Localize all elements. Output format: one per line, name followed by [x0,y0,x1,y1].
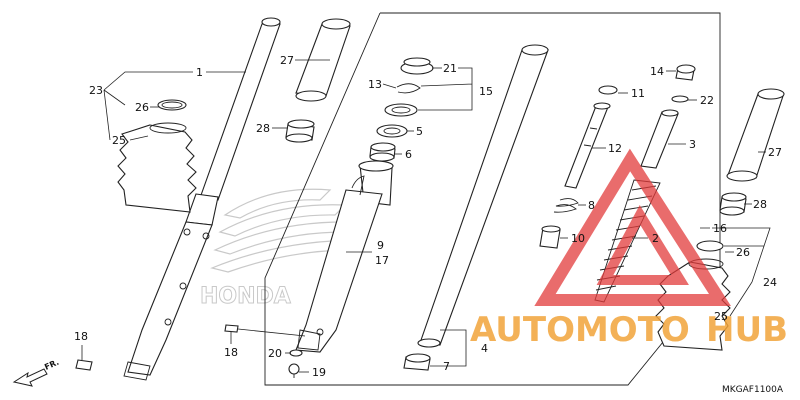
label-19: 19 [312,366,326,379]
part-12-damper-rod [564,102,611,189]
part-26-clip-left [157,99,187,111]
label-24: 24 [763,276,777,289]
watermark-triangle [534,148,731,306]
watermark-wordmark: AUTOMOTO HUB [470,310,788,350]
part-8-rebound-spring [553,198,579,213]
part-10-piece [539,225,561,249]
label-17: 17 [375,254,389,267]
part-19-bolt [288,363,300,378]
label-5: 5 [416,125,423,138]
part-28-collar-left [285,119,315,143]
label-1: 1 [196,66,203,79]
part-9-slider [295,160,394,353]
part-28-collar-right [719,192,747,216]
part-1-outer-tube [123,17,281,381]
part-18-bolt-left [75,359,93,371]
label-18-left: 18 [74,330,88,343]
label-23: 23 [89,84,103,97]
label-22: 22 [700,94,714,107]
honda-ghost-logo: HONDA [200,188,364,310]
part-21-dust-seal [400,57,434,75]
part-15-oil-seal [384,103,418,117]
label-20: 20 [268,347,282,360]
part-11-washer [598,85,618,95]
label-9: 9 [377,239,384,252]
part-22-oring [671,95,689,103]
part-3-spacer [640,109,679,169]
part-7-slide-bushing [403,353,431,371]
label-25-left: 25 [112,134,126,147]
label-28-right: 28 [753,198,767,211]
label-16: 16 [713,222,727,235]
label-15: 15 [479,85,493,98]
label-3: 3 [689,138,696,151]
label-7: 7 [443,360,450,373]
part-26-clip-right [696,240,724,252]
part-25-boot-left [117,122,197,213]
assembly-frame [264,12,721,386]
front-direction-indicator: FR. [12,358,60,387]
label-25-right: 25 [714,310,728,323]
label-14: 14 [650,65,664,78]
label-13: 13 [368,78,382,91]
label-26-right: 26 [736,246,750,259]
label-21: 21 [443,62,457,75]
label-18-mid: 18 [224,346,238,359]
part-20-washer [289,349,303,357]
label-12: 12 [608,142,622,155]
label-26-left: 26 [135,101,149,114]
label-10: 10 [571,232,585,245]
label-8: 8 [588,199,595,212]
honda-ghost-text: HONDA [200,284,291,309]
part-4-inner-tube [417,44,549,348]
part-18-bolt-mid [224,324,239,333]
part-6-bushing [369,142,396,162]
label-2: 2 [652,232,659,245]
label-28-left: 28 [256,122,270,135]
leader-lines [81,59,771,373]
label-6: 6 [405,148,412,161]
part-27-cover-tube-right [726,88,785,182]
front-arrow-icon [12,368,48,387]
label-27-right: 27 [768,146,782,159]
part-5-washer [376,124,408,138]
callout-labels: 1 23 26 25 27 28 21 13 15 5 6 9 17 18 18… [74,54,782,379]
label-27-left: 27 [280,54,294,67]
watermark-word-right: HUB [706,310,788,350]
part-13-retainer [396,83,421,94]
front-label: FR. [43,358,60,372]
watermark-word-left: AUTOMOTO [470,310,690,350]
label-11: 11 [631,87,645,100]
diagram-code: MKGAF1100A [722,385,784,395]
label-4: 4 [481,342,488,355]
part-14-cap-bolt [675,64,696,81]
